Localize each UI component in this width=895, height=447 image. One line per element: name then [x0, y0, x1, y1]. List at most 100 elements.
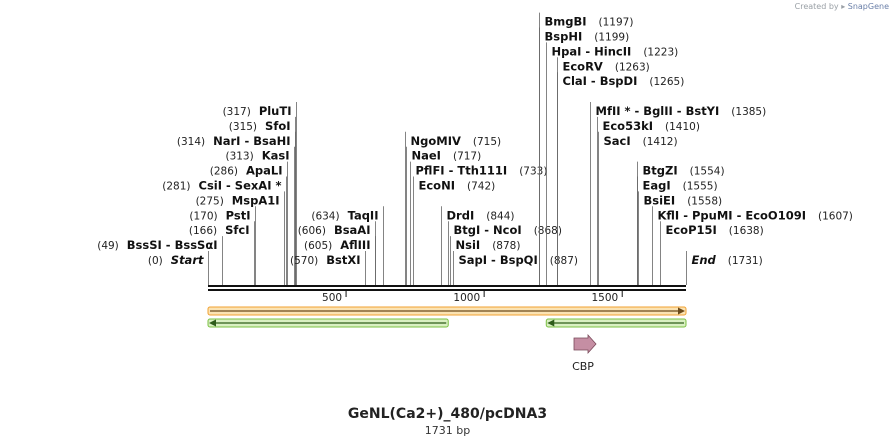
site-label: SapI - BspQI (887) [459, 253, 578, 267]
site-name: SfoI [265, 119, 290, 133]
site-label: BspHI(1199) [545, 30, 630, 44]
site-position: (49) [97, 240, 119, 252]
site-label: (606) BsaAI [298, 223, 371, 237]
site-position: (606) [298, 225, 326, 237]
snapgene-credit: Created by ▸ SnapGene [795, 2, 889, 11]
site-position: (1263) [615, 61, 650, 73]
site-label: Eco53kI(1410) [603, 119, 700, 133]
site-name: HpaI - HincII [552, 44, 632, 58]
site-name: NarI - BsaHI [213, 134, 290, 148]
site-label: (275)MspA1I [196, 193, 280, 207]
site-label: DrdI(844) [447, 208, 515, 222]
feature-arrowhead [547, 319, 555, 327]
site-position: (742) [467, 181, 495, 193]
site-label: BsiEI (1558) [644, 193, 723, 207]
site-position: (313) [225, 151, 253, 163]
site-name: BtgI - NcoI [454, 223, 522, 237]
site-name: PluTI [259, 104, 292, 118]
ruler-tick-label: 1000 [453, 292, 480, 304]
site-label: (314) NarI - BsaHI [177, 134, 291, 148]
site-name: EcoP15I [666, 223, 717, 237]
site-label: (49) BssSI - BssSαI [97, 238, 217, 252]
site-name: BsaAI [334, 223, 371, 237]
site-position: (1265) [649, 76, 684, 88]
site-label: NsiI (878) [456, 238, 521, 252]
site-name: BstXI [326, 253, 360, 267]
site-position: (166) [189, 225, 217, 237]
site-position: (0) [148, 255, 163, 267]
ruler-tick-label: 500 [322, 292, 342, 304]
site-position: (1731) [728, 255, 763, 267]
site-label: (0)Start [148, 253, 204, 267]
site-position: (717) [453, 151, 481, 163]
site-name: NsiI [456, 238, 481, 252]
feature-arrowhead [678, 307, 685, 315]
site-name: BmgBI [545, 15, 587, 29]
site-name: BsiEI [644, 193, 676, 207]
site-position: (634) [311, 210, 339, 222]
site-position: (170) [189, 210, 217, 222]
site-position: (1385) [731, 106, 766, 118]
site-name: AflIII [340, 238, 370, 252]
site-name: MspA1I [232, 193, 280, 207]
site-name: BtgZI [643, 164, 678, 178]
site-position: (570) [290, 255, 318, 267]
site-position: (878) [492, 240, 520, 252]
site-name: NaeI [412, 149, 441, 163]
site-label: (634) TaqII [311, 208, 378, 222]
site-name: BssSI - BssSαI [127, 238, 218, 252]
site-position: (1554) [690, 166, 725, 178]
site-position: (1412) [643, 136, 678, 148]
site-label: EcoRV(1263) [563, 59, 650, 73]
site-label: ClaI - BspDI(1265) [563, 74, 685, 88]
site-position: (1638) [729, 225, 764, 237]
site-name: MfII * - BglII - BstYI [596, 104, 720, 118]
site-label: EcoP15I (1638) [666, 223, 764, 237]
ruler-tick-label: 1500 [591, 292, 618, 304]
site-position: (715) [473, 136, 501, 148]
feature-arrowhead [209, 319, 216, 327]
site-name: TaqII [348, 208, 379, 222]
site-position: (868) [534, 225, 562, 237]
credit-prefix: Created by [794, 2, 839, 11]
site-position: (286) [210, 166, 238, 178]
site-label: SacI (1412) [604, 134, 678, 148]
site-name: DrdI [447, 208, 475, 222]
site-label: NgoMIV (715) [411, 134, 502, 148]
site-position: (1558) [687, 195, 722, 207]
site-name: PstI [226, 208, 251, 222]
site-label: (605)AflIII [304, 238, 371, 252]
site-name: SfcI [225, 223, 249, 237]
site-position: (317) [223, 106, 251, 118]
site-label: (166) SfcI [189, 223, 250, 237]
site-position: (1607) [818, 210, 853, 222]
site-label: (317) PluTI [223, 104, 292, 118]
site-name: Eco53kI [603, 119, 654, 133]
site-position: (1199) [594, 32, 629, 44]
plasmid-length: 1731 bp [424, 424, 471, 437]
site-label: EcoNI (742) [419, 179, 496, 193]
site-label: PflFI - Tth111I(733) [416, 164, 548, 178]
site-label: (570) BstXI [290, 253, 361, 267]
site-name: EcoNI [419, 179, 455, 193]
site-label: (170) PstI [189, 208, 250, 222]
plasmid-name: GeNL(Ca2+)_480/pcDNA3 [347, 406, 548, 422]
site-position: (1555) [683, 181, 718, 193]
site-name: PflFI - Tth111I [416, 164, 508, 178]
site-name: KasI [262, 149, 290, 163]
site-name: SacI [604, 134, 631, 148]
site-name: NgoMIV [411, 134, 461, 148]
site-position: (314) [177, 136, 205, 148]
site-position: (887) [550, 255, 578, 267]
site-label: BtgZI (1554) [643, 164, 725, 178]
site-name: SapI - BspQI [459, 253, 538, 267]
site-label: KflI - PpuMI - EcoO109I(1607) [658, 208, 853, 222]
site-label: End (1731) [692, 253, 763, 267]
site-name: End [692, 253, 717, 267]
site-label: BmgBI(1197) [545, 15, 634, 29]
site-label: MfII * - BglII - BstYI (1385) [596, 104, 767, 118]
site-position: (1223) [643, 46, 678, 58]
site-label: (313) KasI [225, 149, 289, 163]
cds-feature-arrow [573, 333, 597, 355]
